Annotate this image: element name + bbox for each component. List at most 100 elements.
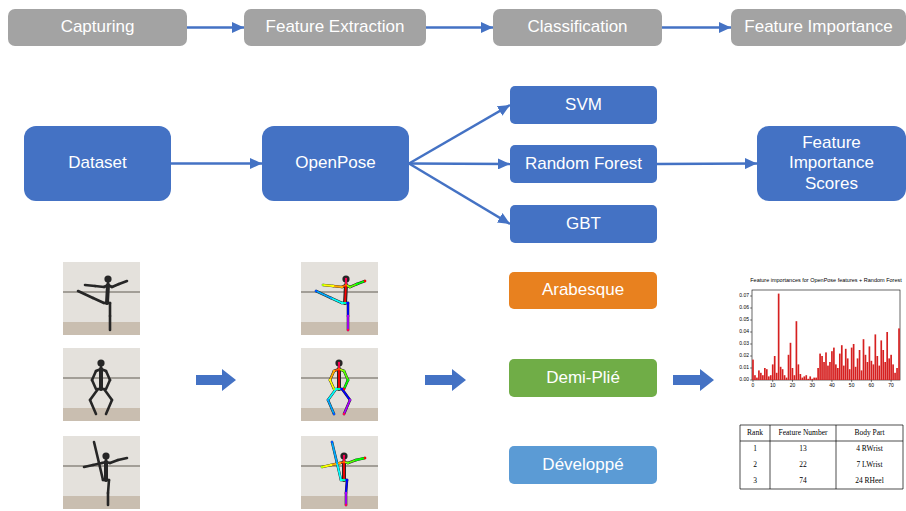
photo-wall <box>301 262 378 335</box>
photo-wall <box>301 348 378 421</box>
dancer-limb <box>337 463 341 480</box>
importance-bar <box>784 375 786 380</box>
dancer-limb <box>108 480 109 493</box>
axis-tick-label-holder: 0.02 <box>739 353 749 359</box>
importance-bar <box>886 332 888 380</box>
table-cell: 13 <box>799 445 807 453</box>
skeleton-joint <box>356 283 358 285</box>
box-label: Classification <box>527 17 627 37</box>
table-rule <box>903 425 904 489</box>
importance-bar <box>825 352 827 380</box>
importance-bar <box>884 362 886 380</box>
table-header-holder: Feature Number <box>779 429 828 437</box>
dancer-limb <box>107 493 110 505</box>
importance-bar <box>792 368 794 380</box>
photo-floor <box>63 408 140 421</box>
skeleton-joint <box>333 370 335 372</box>
table-header: Body Part <box>854 429 884 437</box>
axis-tick-label-holder: 0.04 <box>739 329 749 335</box>
importance-bar <box>760 373 762 380</box>
skeleton-limb <box>331 463 340 465</box>
table-rule <box>740 425 903 426</box>
axis-tick-label-holder: 60 <box>869 383 875 389</box>
dancer-limb <box>330 380 334 389</box>
skeleton-joint <box>341 388 343 390</box>
dancer-limb <box>109 303 112 316</box>
stage-box: Classification <box>493 9 662 46</box>
table-cell: 74 <box>799 477 807 485</box>
skeleton-joint <box>345 278 347 280</box>
importance-bar <box>876 356 878 380</box>
axis-tick-label-holder: 0.03 <box>739 341 749 347</box>
dancer-limb <box>328 400 334 414</box>
skeleton-joint <box>333 413 335 415</box>
skeleton-joint <box>346 479 348 481</box>
dancer-limb <box>356 458 365 460</box>
axis-tick <box>891 380 892 382</box>
table-cell: 4 RWrist <box>856 445 883 453</box>
importance-bar <box>853 344 855 380</box>
photo-floor <box>301 496 378 509</box>
axis-tick <box>750 320 752 321</box>
dancer-limb <box>333 286 342 287</box>
importance-bar <box>790 343 792 380</box>
importance-bar <box>782 369 784 380</box>
axis-tick-label-holder: 0 <box>752 383 755 389</box>
box-label: Capturing <box>61 17 135 37</box>
class-label-box: Demi-Plié <box>509 359 657 397</box>
importance-bar <box>821 356 823 380</box>
importance-bar <box>857 358 859 380</box>
photo-wall <box>301 436 378 509</box>
importance-bar <box>847 358 849 380</box>
axis-tick-label-holder: 10 <box>770 383 776 389</box>
importance-bar <box>882 350 884 380</box>
dancer-limb <box>106 371 110 380</box>
dancer-limb <box>109 316 112 330</box>
flow-arrow <box>187 26 244 29</box>
chart-title-holder: Feature importances for OpenPose feature… <box>750 277 901 283</box>
skeleton-limb <box>345 285 346 303</box>
table-header-holder: Body Part <box>854 429 884 437</box>
axis-tick-label: 10 <box>770 383 776 389</box>
photo-floor <box>63 496 140 509</box>
importance-chart <box>750 290 900 382</box>
importance-bar <box>794 375 796 380</box>
axis-tick-label-holder: 20 <box>790 383 796 389</box>
axis-tick-label: 0.00 <box>739 377 749 383</box>
axis-tick-label: 0.01 <box>739 365 749 371</box>
skeleton-joint <box>345 492 347 494</box>
importance-bar <box>823 362 825 380</box>
skeleton-limb <box>338 369 340 389</box>
flow-arrow <box>409 164 510 225</box>
skeleton-limb <box>347 303 349 316</box>
importance-bar <box>871 361 873 380</box>
table-header: Feature Number <box>779 429 828 437</box>
importance-bar <box>896 368 898 380</box>
skeleton-joint <box>355 459 357 461</box>
axis-tick <box>812 380 813 382</box>
table-cell: 22 <box>799 461 807 469</box>
importance-bar <box>874 334 876 380</box>
skeleton-joint <box>364 457 366 459</box>
dancer-limb <box>78 291 93 298</box>
skeleton-joint <box>345 504 347 506</box>
skeleton-limb <box>346 480 347 493</box>
importance-bar <box>890 355 892 380</box>
stage-box: Feature Extraction <box>244 9 426 46</box>
skeleton-joint <box>344 302 346 304</box>
pose-photo <box>301 348 378 421</box>
table-rule <box>836 425 837 489</box>
importance-bar <box>801 378 803 380</box>
block-arrow <box>673 369 714 391</box>
skeleton-joint <box>330 464 332 466</box>
dancer-limb <box>104 389 112 400</box>
importance-bar <box>762 375 764 380</box>
box-label: Dataset <box>68 153 127 173</box>
importance-bar <box>894 373 896 380</box>
dancer-limb <box>322 465 331 467</box>
axis-tick <box>750 344 752 345</box>
axis-tick <box>831 380 832 382</box>
importance-bar <box>803 376 805 380</box>
dancer-limb <box>344 400 350 414</box>
